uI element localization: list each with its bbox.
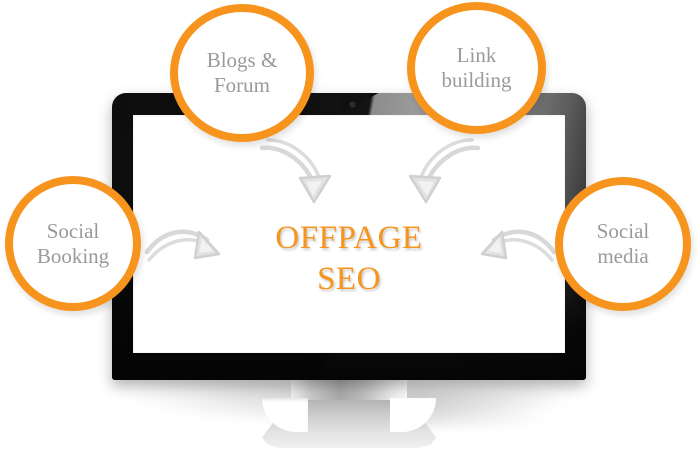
bubble-link-building-line1: Link — [456, 43, 497, 67]
bubble-social-media-line2: media — [597, 244, 649, 268]
arrow-from-social-media-icon — [480, 229, 557, 262]
bubble-blogs-forum-line1: Blogs & — [206, 48, 278, 72]
bubble-social-booking-line1: Social — [46, 218, 100, 243]
page-title-line1: OFFPAGE — [275, 220, 423, 256]
monitor-stand-curve-left — [262, 398, 308, 432]
monitor-bezel-diagonal-cut — [340, 93, 380, 115]
bubble-blogs-forum[interactable]: Blogs & Forum — [170, 4, 314, 142]
bubble-blogs-forum-line2: Forum — [213, 73, 270, 97]
arrow-from-blogs-forum-icon — [259, 138, 332, 204]
bubble-social-media-line1: Social — [596, 219, 650, 243]
webcam-icon — [350, 102, 355, 107]
arrow-from-social-booking-icon — [144, 229, 221, 262]
page-title-line2: SEO — [317, 261, 381, 297]
monitor — [112, 93, 586, 380]
monitor-stand-curve-right — [390, 398, 436, 432]
monitor-screen — [133, 115, 565, 353]
bubble-link-building-line2: building — [441, 68, 512, 92]
bubble-social-media[interactable]: Social media — [555, 177, 691, 311]
bubble-link-building[interactable]: Link building — [407, 2, 546, 134]
bubble-social-booking-line2: Booking — [36, 243, 110, 268]
bubble-social-booking[interactable]: Social Booking — [5, 176, 141, 311]
page-title: OFFPAGE SEO — [0, 218, 698, 300]
arrow-from-link-building-icon — [408, 138, 481, 204]
